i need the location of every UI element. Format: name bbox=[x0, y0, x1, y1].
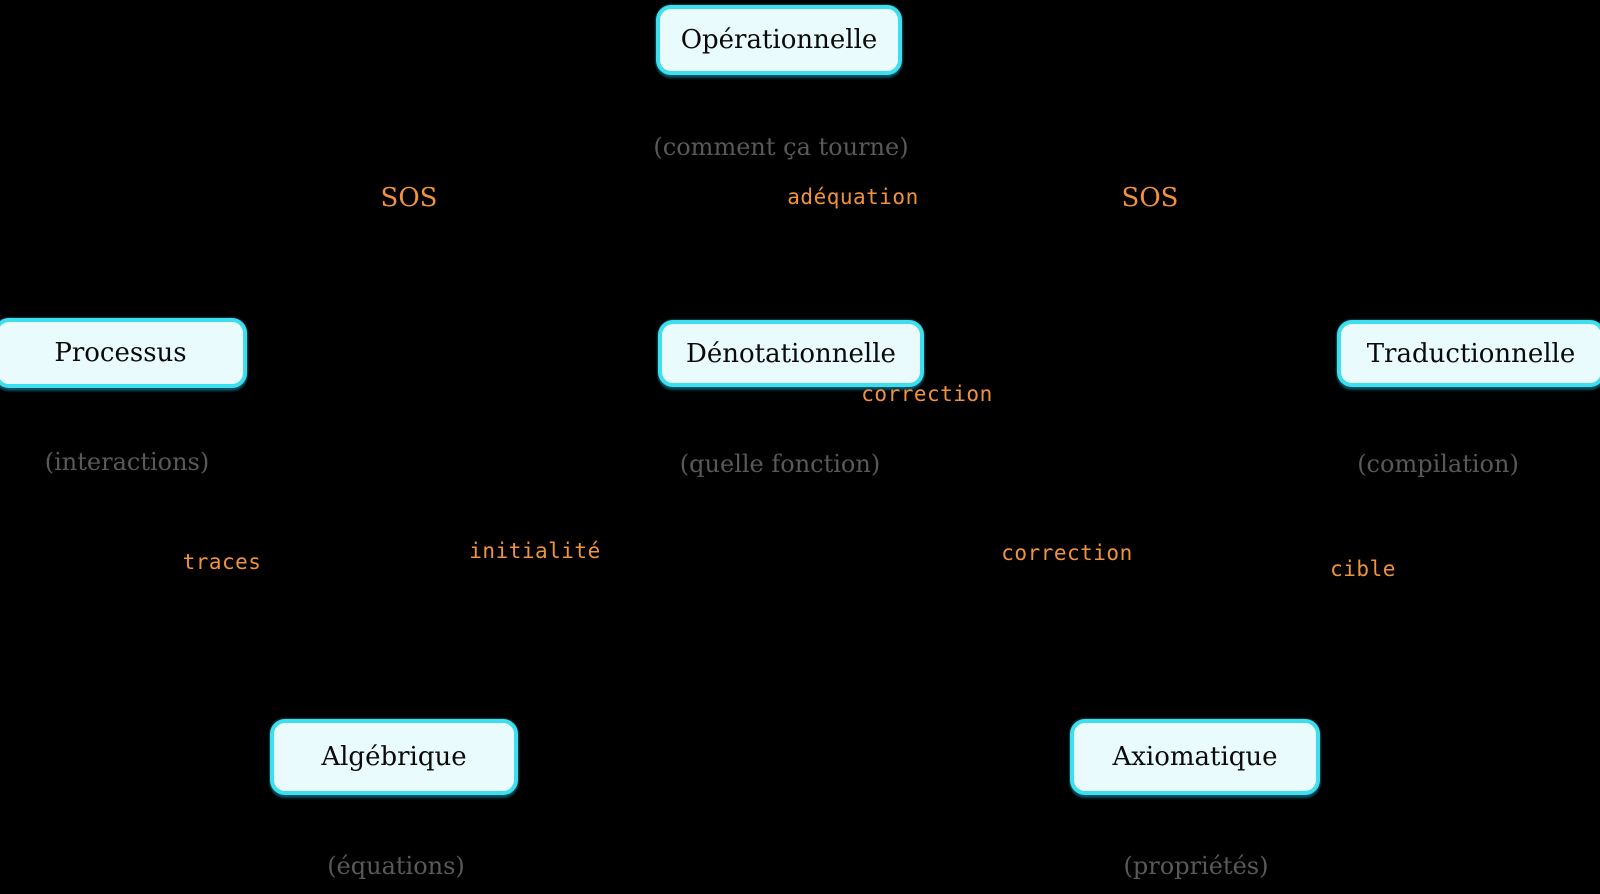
node-algebrique-label: Algébrique bbox=[321, 742, 467, 772]
edge-label-adequation: adéquation bbox=[787, 185, 919, 209]
node-operationnelle: Opérationnelle bbox=[656, 5, 902, 75]
annotation-quelle-fonction: (quelle fonction) bbox=[679, 450, 881, 478]
node-traductionnelle: Traductionnelle bbox=[1337, 320, 1600, 387]
annotation-compilation: (compilation) bbox=[1357, 450, 1519, 478]
annotation-equations: (équations) bbox=[327, 852, 465, 880]
annotation-comment-ca-tourne: (comment ça tourne) bbox=[653, 133, 909, 161]
edge-label-sos-left: SOS bbox=[380, 183, 438, 213]
edge-label-correction-lower: correction bbox=[1001, 541, 1133, 565]
edge-label-sos-right: SOS bbox=[1121, 183, 1179, 213]
node-axiomatique: Axiomatique bbox=[1070, 719, 1320, 795]
annotation-interactions: (interactions) bbox=[44, 448, 210, 476]
node-denotationnelle: Dénotationnelle bbox=[658, 320, 924, 387]
node-axiomatique-label: Axiomatique bbox=[1112, 742, 1278, 772]
node-denotationnelle-label: Dénotationnelle bbox=[686, 338, 896, 369]
node-algebrique: Algébrique bbox=[270, 719, 518, 795]
edge-label-initialite: initialité bbox=[469, 539, 601, 563]
edge-label-correction-upper: correction bbox=[861, 382, 993, 406]
node-processus-label: Processus bbox=[54, 338, 187, 368]
annotation-proprietes: (propriétés) bbox=[1123, 852, 1269, 880]
node-traductionnelle-label: Traductionnelle bbox=[1366, 338, 1576, 369]
node-operationnelle-label: Opérationnelle bbox=[680, 25, 878, 55]
edge-label-cible: cible bbox=[1330, 557, 1396, 581]
edge-label-traces: traces bbox=[182, 550, 262, 574]
node-processus: Processus bbox=[0, 318, 247, 388]
